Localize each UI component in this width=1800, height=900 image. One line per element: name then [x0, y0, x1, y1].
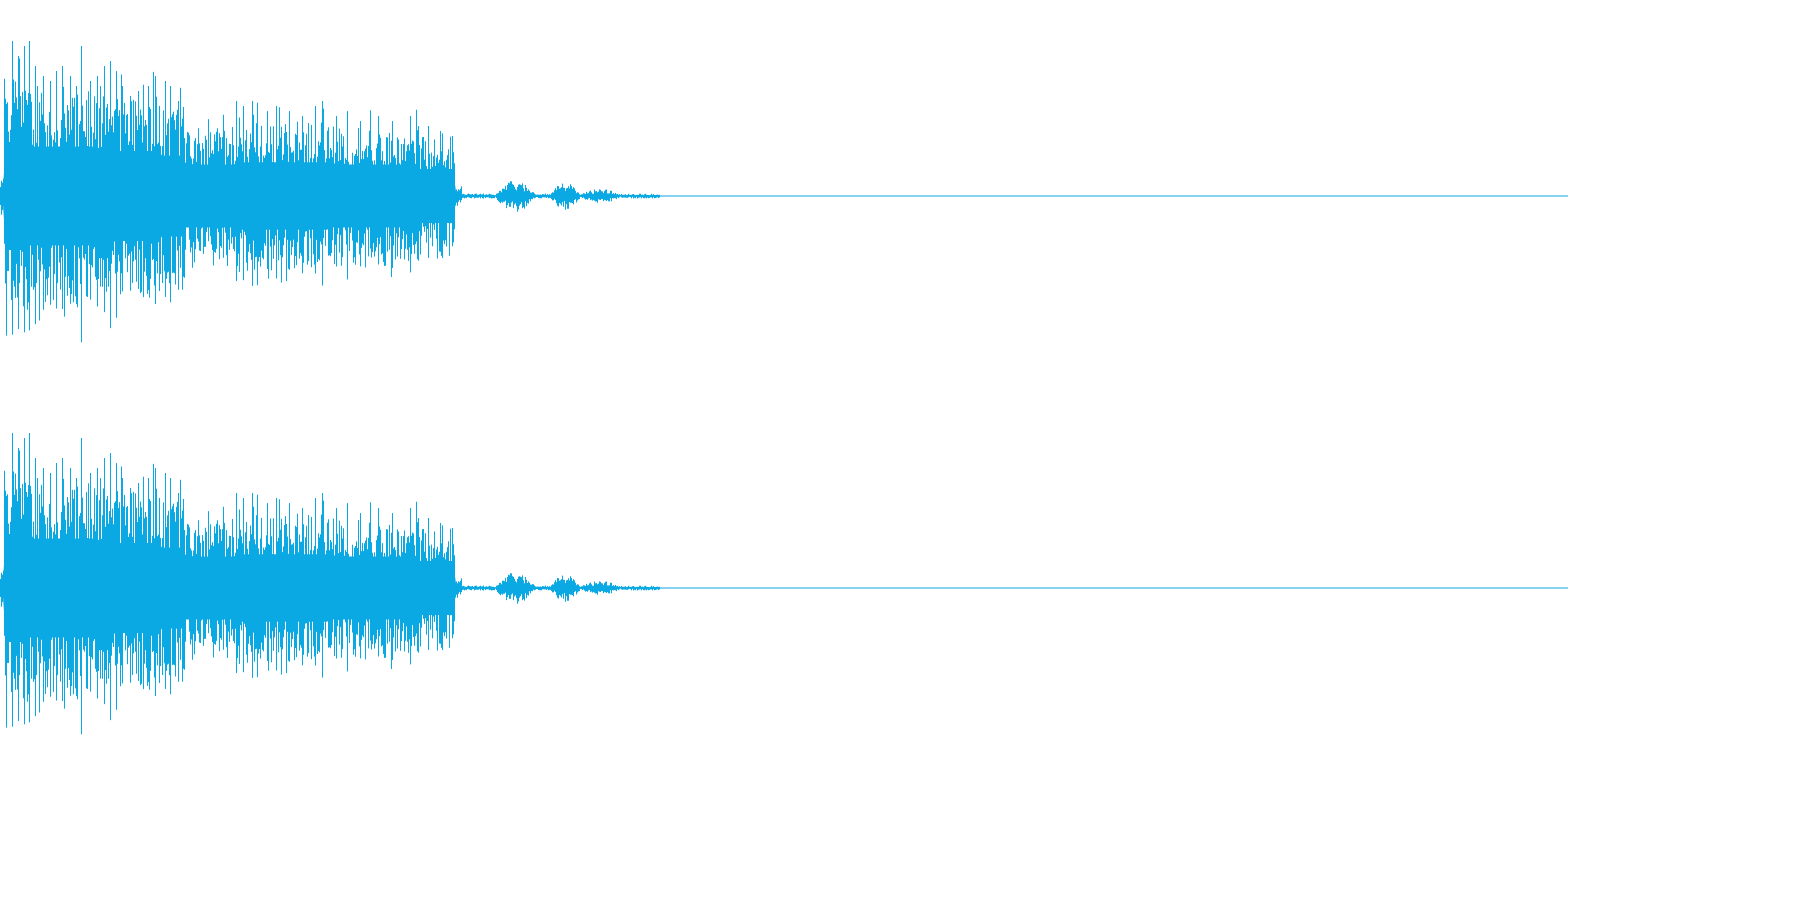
waveform-core [0, 142, 462, 250]
waveform-channel-right [0, 433, 1568, 735]
waveform-core [0, 534, 462, 642]
waveform-channel-left [0, 41, 1568, 343]
